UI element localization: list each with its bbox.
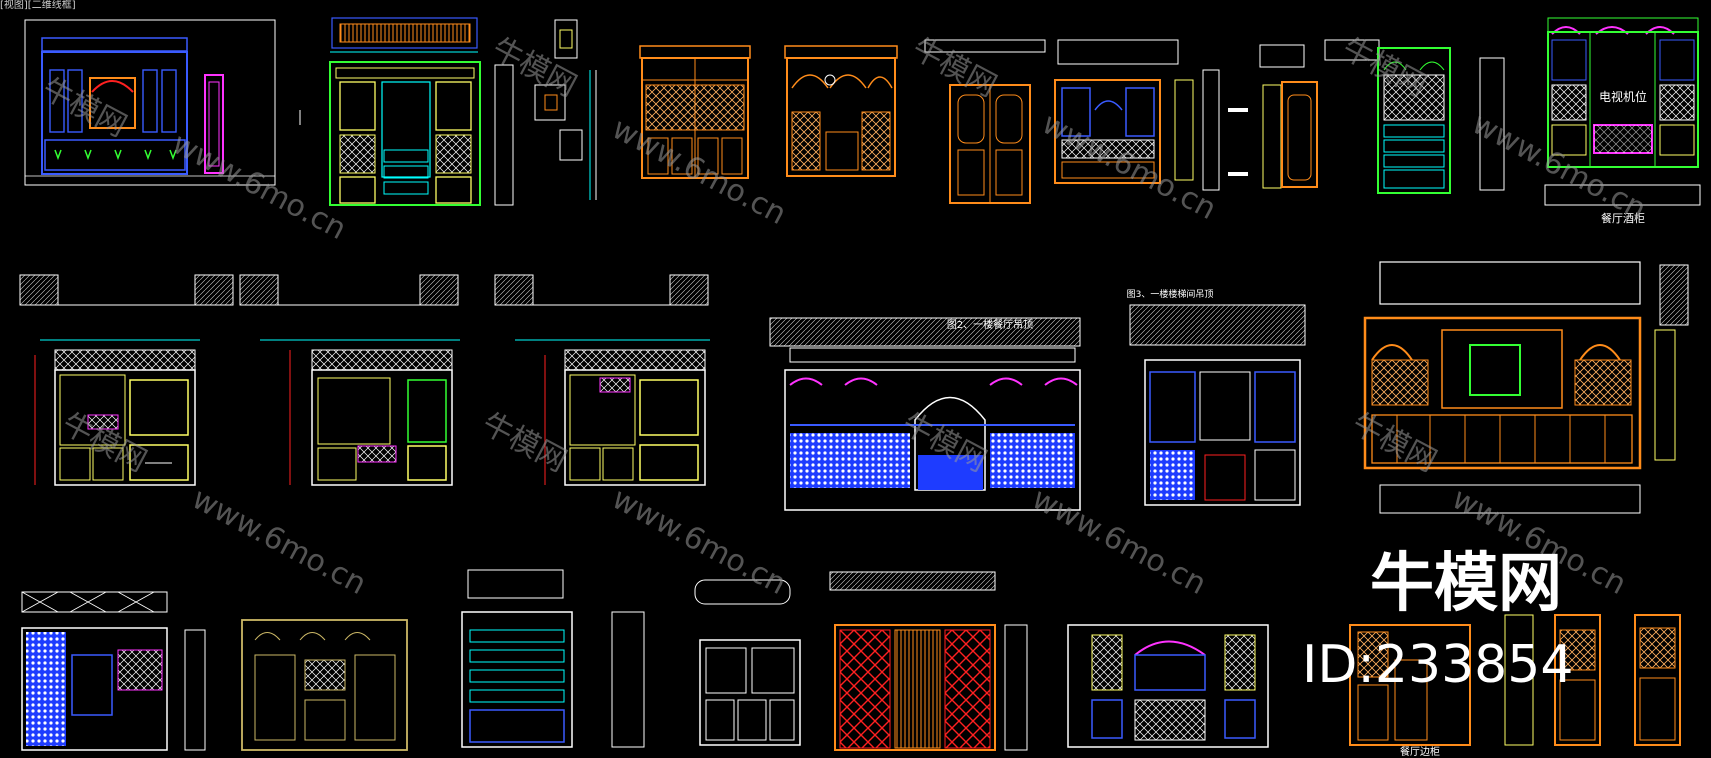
drawing-orange-double-door: [924, 39, 1046, 204]
drawing-orange-lattice-cabinet: [639, 45, 751, 179]
drawing-orange-tv-cabinet: [1054, 39, 1194, 184]
drawing-blue-arch-wine-wall: 图2、一楼餐厅吊顶: [769, 317, 1081, 511]
drawing-small-blue-cabinet: [21, 591, 206, 751]
drawing-profile-details: [534, 19, 597, 200]
drawing-olive-cabinet: [241, 619, 408, 751]
watermark-text-cn: 牛模网: [486, 31, 582, 104]
viewport-label[interactable]: [视图][二维线框]: [0, 0, 76, 11]
fig2-caption: 图2、一楼餐厅吊顶: [947, 318, 1033, 331]
brand-id: ID:233854: [1302, 635, 1573, 695]
fig3-caption: 图3、一楼楼梯间吊顶: [1127, 288, 1214, 300]
brand-name: 牛模网: [1370, 547, 1562, 621]
watermark-text-url: www.6mo.cn: [186, 481, 372, 602]
brand-watermark: 牛模网 ID:233854: [1302, 547, 1573, 695]
drawing-orange-arch-cabinet: [784, 45, 898, 177]
drawing-blue-display-cabinet: [24, 19, 276, 186]
watermark-text-cn: 牛模网: [906, 31, 1002, 104]
side-cabinet-caption: 餐厅边柜: [1400, 745, 1440, 758]
drawing-dining-wine-cabinet: 电视机位 餐厅酒柜: [1544, 17, 1701, 225]
drawing-cabinet-elevation-c: [494, 274, 710, 486]
drawing-white-dimension-cabinet: [694, 579, 801, 746]
drawing-orange-side-cabinet: 餐厅边柜: [1349, 614, 1681, 758]
drawing-cabinet-elevation-b: [239, 274, 460, 486]
drawing-green-wine-cabinet: [299, 17, 514, 206]
watermark-text-cn: 牛模网: [476, 406, 572, 479]
tv-cabinet-label: 电视机位: [1599, 89, 1647, 104]
watermark-text-url: www.6mo.cn: [1036, 106, 1222, 227]
drawing-blue-door-cabinet: 图3、一楼楼梯间吊顶: [1127, 288, 1306, 506]
drawing-orange-feature-wall: [1363, 261, 1689, 514]
drawing-green-tall-cabinet: [1377, 47, 1505, 194]
watermark-text-url: www.6mo.cn: [166, 126, 352, 247]
drawing-cyan-shelf-cabinet: [461, 569, 645, 748]
drawing-red-wine-rack: [829, 571, 1028, 751]
watermark-text-url: www.6mo.cn: [606, 481, 792, 602]
drawing-blue-sink-cabinet: [1067, 624, 1269, 748]
dining-wine-cabinet-caption: 餐厅酒柜: [1601, 211, 1645, 225]
drawing-cabinet-elevation-a: [19, 274, 234, 486]
